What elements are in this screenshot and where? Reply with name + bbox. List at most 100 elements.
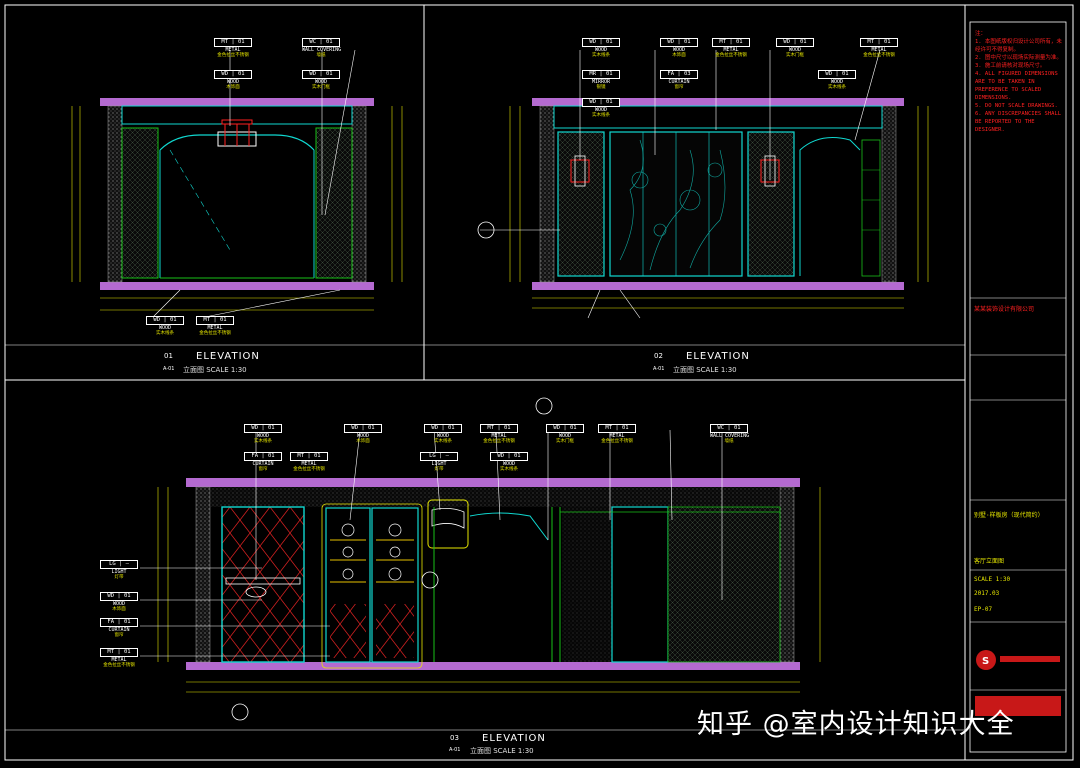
- floral-screen-pattern: [619, 139, 726, 271]
- company-logo: S: [976, 650, 1060, 670]
- material-tag-code: WD | 01: [660, 38, 698, 47]
- material-tag-desc: 金色拉丝不锈钢: [863, 53, 895, 58]
- material-tag-label: METAL: [301, 461, 317, 467]
- material-tag-label: METAL: [491, 433, 507, 439]
- material-tag-code: WD | 01: [100, 592, 138, 601]
- material-tag-desc: 实木线条: [592, 53, 610, 58]
- material-tag-label: WOOD: [314, 79, 328, 85]
- project-name: 别墅·样板房（现代简约）: [974, 512, 1044, 519]
- material-tag-desc: 灯带: [114, 575, 124, 580]
- material-tag-desc: 实木线条: [254, 439, 272, 444]
- material-tag-label: METAL: [609, 433, 625, 439]
- panel-subtitle-02: 立面图 SCALE 1:30: [673, 366, 737, 374]
- sheet-scale: SCALE 1:30: [974, 576, 1011, 583]
- material-tag-label: METAL: [207, 325, 223, 331]
- material-tag-label: WOOD: [672, 47, 686, 53]
- panel-title-01: ELEVATION: [196, 351, 260, 362]
- firm-name: 某某装饰设计有限公司: [974, 306, 1035, 313]
- material-tag-desc: 实木线条: [434, 439, 452, 444]
- material-tag-desc: 木饰面: [226, 85, 240, 90]
- material-tag-desc: 金色拉丝不锈钢: [715, 53, 747, 58]
- material-tag-code: WD | 01: [424, 424, 462, 433]
- svg-text:S: S: [982, 656, 989, 667]
- material-tag-desc: 实木线条: [828, 85, 846, 90]
- material-tag-desc: 窗帘: [114, 633, 124, 638]
- material-tag-desc: 木饰面: [672, 53, 686, 58]
- panel-ref-03: A-01: [449, 747, 461, 753]
- material-tag-code: LG | —: [100, 560, 138, 569]
- material-tag-desc: 实木线条: [592, 113, 610, 118]
- material-tag-desc: 金色拉丝不锈钢: [601, 439, 633, 444]
- material-tag-code: WD | 01: [776, 38, 814, 47]
- material-tag-code: WD | 01: [244, 424, 282, 433]
- material-tag-code: WD | 01: [546, 424, 584, 433]
- material-tag-label: WOOD: [356, 433, 370, 439]
- material-tag-desc: 木饰面: [112, 607, 126, 612]
- panel-subtitle-03: 立面图 SCALE 1:30: [470, 747, 534, 755]
- elevation-03: [140, 397, 821, 721]
- material-tag-desc: 墙纸: [316, 53, 326, 58]
- panel-subtitle-01: 立面图 SCALE 1:30: [183, 366, 247, 374]
- material-tag-desc: 金色拉丝不锈钢: [199, 331, 231, 336]
- material-tag-desc: 银镜: [596, 85, 606, 90]
- material-tag-code: MT | 01: [480, 424, 518, 433]
- material-tag-label: WOOD: [158, 325, 172, 331]
- material-tag-label: METAL: [111, 657, 127, 663]
- material-tag-label: WOOD: [256, 433, 270, 439]
- wash-basin-icon: [245, 586, 267, 598]
- material-tag-code: MT | 01: [100, 648, 138, 657]
- material-tag-code: FA | 01: [244, 452, 282, 461]
- material-tag-desc: 实木线条: [156, 331, 174, 336]
- material-tag-code: MT | 01: [712, 38, 750, 47]
- sheet-title: 客厅立面图: [974, 558, 1005, 565]
- elevation-02: [477, 49, 929, 319]
- material-tag-code: WD | 01: [582, 38, 620, 47]
- material-tag-code: FA | 03: [660, 70, 698, 79]
- material-tag-desc: 墙纸: [724, 439, 734, 444]
- material-tag-label: WOOD: [436, 433, 450, 439]
- material-tag-desc: 金色拉丝不锈钢: [103, 663, 135, 668]
- material-tag-desc: 金色拉丝不锈钢: [217, 53, 249, 58]
- material-tag-label: CURTAIN: [668, 79, 690, 85]
- material-tag-label: WOOD: [594, 107, 608, 113]
- material-tag-label: LIGHT: [431, 461, 447, 467]
- drawing-number: EP-07: [974, 606, 993, 613]
- sheet-date: 2017.03: [974, 590, 1000, 597]
- material-tag-code: WD | 01: [818, 70, 856, 79]
- material-tag-code: WC | 01: [710, 424, 748, 433]
- material-tag-label: WOOD: [112, 601, 126, 607]
- material-tag-desc: 实木线条: [500, 467, 518, 472]
- material-tag-code: WD | 01: [344, 424, 382, 433]
- material-tag-code: WD | 01: [490, 452, 528, 461]
- material-tag-code: LG | —: [420, 452, 458, 461]
- material-tag-code: WD | 01: [302, 70, 340, 79]
- material-tag-label: MIRROR: [591, 79, 611, 85]
- material-tag-label: WALL COVERING: [710, 433, 750, 439]
- general-notes: 注： 1. 本图纸版权归设计公司所有，未经许可不得复制。 2. 图中尺寸以现场实…: [975, 31, 1062, 133]
- material-tag-label: METAL: [871, 47, 887, 53]
- material-tag-code: MT | 01: [598, 424, 636, 433]
- panel-ref-02: A-01: [653, 366, 665, 372]
- material-tag-code: WD | 01: [214, 70, 252, 79]
